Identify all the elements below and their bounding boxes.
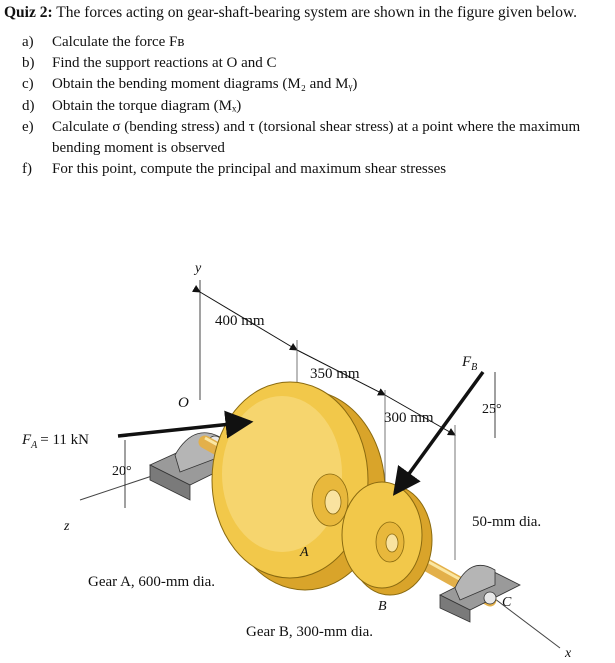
question-item-c: c)Obtain the bending moment diagrams (M₂… [22,76,358,93]
origin-label: O [178,395,189,411]
force-b-arrow [392,370,485,496]
quiz-title: Quiz 2: The forces acting on gear-shaft-… [4,4,577,22]
shaft-dia-label: 50-mm dia. [472,514,541,530]
question-list: a)Calculate the force Fʙ b)Find the supp… [6,32,612,180]
dim-350-line [296,349,386,396]
gear-shaft-diagram: y z x O 400 mm 350 mm 300 mm FB 25° FA= … [21,261,572,661]
question-item-f: f)For this point, compute the principal … [22,161,447,178]
question-item-b: b)Find the support reactions at O and C [22,55,277,72]
dim-350-label: 350 mm [310,366,360,382]
z-axis-label: z [63,519,70,534]
dim-400-label: 400 mm [215,313,265,329]
angle-b-label: 25° [482,402,502,417]
force-a-label: FA= 11 kN [21,432,89,451]
y-axis-label: y [193,261,202,276]
gear-b-label: Gear B, 300-mm dia. [246,624,373,640]
question-item-a: a)Calculate the force Fʙ [22,34,185,50]
dim-300-label: 300 mm [384,410,434,426]
question-item-d: d)Obtain the torque diagram (Mₓ) [22,97,242,114]
quiz-label: Quiz 2: [4,4,53,21]
quiz-statement: The forces acting on gear-shaft-bearing … [56,4,578,21]
x-axis-label: x [564,646,572,661]
gear-b-mark: B [378,599,387,614]
question-item-e: e)Calculate σ (bending stress) and τ (to… [22,118,581,157]
force-a-arrow [117,410,254,439]
gear-a-mark: A [299,545,309,560]
force-b-label: FB [461,354,477,373]
bearing-c-label: C [502,595,512,610]
gear-b [341,481,433,596]
bearing-c [439,565,521,623]
angle-a-label: 20° [112,464,132,479]
gear-a-label: Gear A, 600-mm dia. [88,574,215,590]
dim-400-line [191,284,298,351]
